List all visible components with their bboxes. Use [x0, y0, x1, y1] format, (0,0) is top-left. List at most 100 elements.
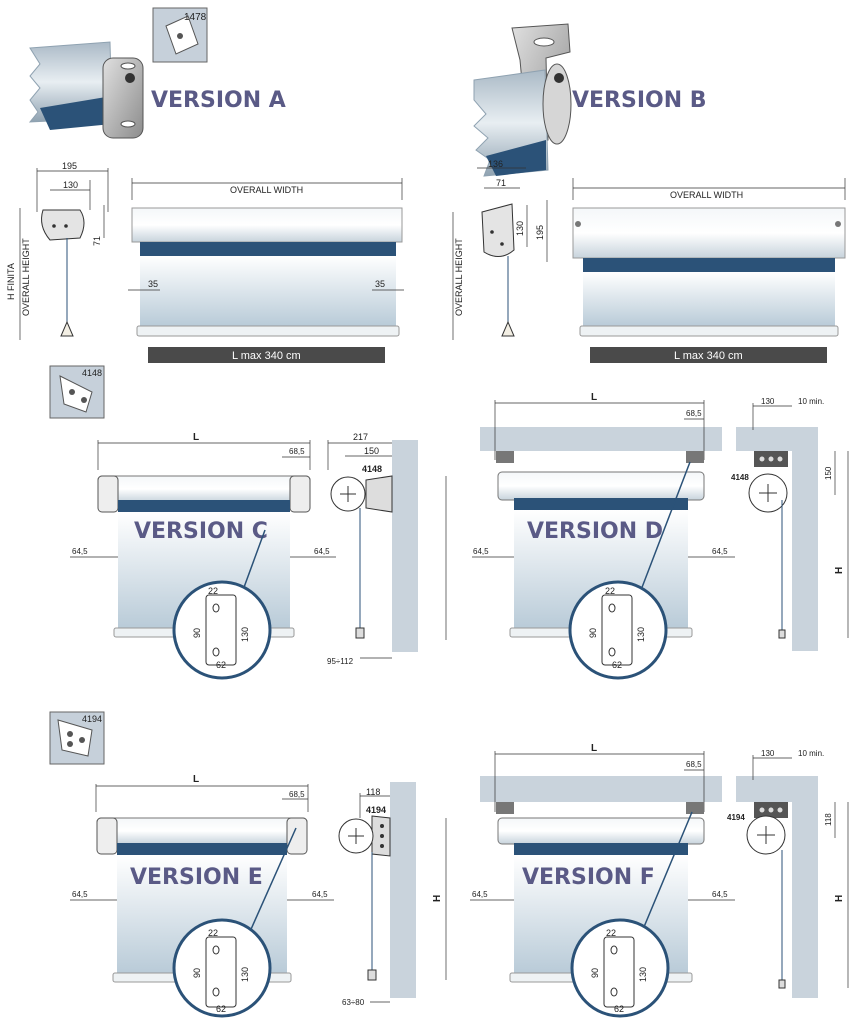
- pull-cord: [60, 320, 74, 337]
- dim-195-b: 195: [535, 225, 545, 240]
- dim-64-right-f: 64,5: [712, 890, 728, 899]
- dim-150-d: 150: [824, 466, 833, 480]
- dim-130-b: 130: [515, 221, 525, 236]
- bracket-code-f: 4194: [727, 813, 745, 822]
- dim-71: 71: [92, 236, 102, 246]
- detail-62-f: 62: [614, 1004, 624, 1014]
- version-c-title: VERSION C: [134, 519, 268, 544]
- detail-62: 62: [216, 660, 226, 670]
- front-view-b: OVERALL WIDTH L max 340 cm: [572, 178, 846, 363]
- detail-22-d: 22: [605, 586, 615, 596]
- detail-22-e: 22: [208, 928, 218, 938]
- lmax-label: L max 340 cm: [232, 350, 301, 362]
- side-view-b: 136 71 130 195 OVERALL HEIGHT: [452, 159, 548, 340]
- dim-64-right-d: 64,5: [712, 547, 728, 556]
- detail-circle-d: 22 90 130 62: [568, 580, 668, 680]
- dim-136: 136: [488, 159, 503, 169]
- dim-68-c: 68,5: [289, 447, 305, 456]
- version-d-title: VERSION D: [527, 519, 663, 544]
- dim-64-right-e: 64,5: [312, 890, 328, 899]
- detail-90: 90: [192, 628, 202, 638]
- part-code: 1478: [184, 12, 207, 23]
- dim-118-f: 118: [824, 813, 833, 826]
- version-c: 4148 L 68,5 VERSION C 64,5 64,5 22 90 13…: [49, 365, 447, 680]
- overall-width-label: OVERALL WIDTH: [230, 185, 303, 195]
- version-f: L 68,5 VERSION F 64,5 64,5 22 90 130 62: [470, 743, 849, 1018]
- version-b: VERSION B 136 71 130 195 OVERALL HEIGHT …: [452, 23, 846, 363]
- side-view-d: 130 10 min. 4148 150 H: [731, 397, 849, 651]
- detail-90-d: 90: [588, 628, 598, 638]
- overall-height-label: OVERALL HEIGHT: [21, 238, 31, 316]
- dim-118-e: 118: [366, 787, 380, 797]
- version-a-title: VERSION A: [151, 88, 286, 113]
- roller: [131, 207, 403, 243]
- version-a: 1478 VERSION A 195 130 71 H FINITA OVERA…: [6, 7, 404, 363]
- dim-64-left-e: 64,5: [72, 890, 88, 899]
- overall-height-label-b: OVERALL HEIGHT: [454, 238, 464, 316]
- detail-circle-e: 22 90 130 62: [172, 918, 272, 1018]
- dim-H-e: H: [432, 895, 443, 902]
- version-d: L 68,5 VERSION D 64,5 64,5 22 90 130 62: [472, 392, 849, 680]
- detail-62-e: 62: [216, 1004, 226, 1014]
- dim-217: 217: [353, 432, 368, 442]
- bottom-bar: [136, 325, 400, 337]
- overall-width-label-b: OVERALL WIDTH: [670, 190, 743, 200]
- dim-68-d: 68,5: [686, 409, 702, 418]
- dim-64-left-d: 64,5: [473, 547, 489, 556]
- dim-L-d: L: [591, 392, 597, 403]
- roller-blue-band: [40, 96, 112, 130]
- dim-68-e: 68,5: [289, 790, 305, 799]
- dim-71-b: 71: [496, 178, 506, 188]
- dim-L-c: L: [193, 432, 199, 443]
- dim-68-f: 68,5: [686, 760, 702, 769]
- bracket-code-c: 4148: [362, 464, 382, 474]
- dim-10min-d: 10 min.: [798, 397, 824, 406]
- lmax-label-b: L max 340 cm: [674, 350, 743, 362]
- detail-130-d: 130: [636, 627, 646, 642]
- detail-circle-c: 22 90 130 62: [172, 580, 272, 680]
- h-finita-label: H FINITA: [6, 263, 16, 300]
- dim-bottom-c: 95÷112: [327, 657, 354, 666]
- version-f-title: VERSION F: [522, 865, 655, 890]
- side-35-left: 35: [148, 279, 158, 289]
- detail-62-d: 62: [612, 660, 622, 670]
- dim-H-f: H: [834, 895, 845, 902]
- version-e: 4194 L 68,5 VERSION E 64,5 64,5 22 90 13…: [49, 711, 447, 1018]
- side-view-f: 130 10 min. 4194 118 H: [727, 749, 849, 998]
- dim-195: 195: [62, 161, 77, 171]
- fabric: [140, 256, 396, 326]
- dim-64-right-c: 64,5: [314, 547, 330, 556]
- bracket-code-d: 4148: [731, 473, 749, 482]
- dim-H-d: H: [834, 567, 845, 574]
- side-view-a: 195 130 71 H FINITA OVERALL HEIGHT: [6, 161, 109, 340]
- dim-64-left-f: 64,5: [472, 890, 488, 899]
- version-b-title: VERSION B: [572, 88, 707, 113]
- dim-L-e: L: [193, 774, 199, 785]
- dim-10min-f: 10 min.: [798, 749, 824, 758]
- part-code-c: 4148: [82, 368, 102, 378]
- bracket-hole: [125, 73, 135, 83]
- bracket-code-e: 4194: [366, 805, 386, 815]
- dim-bottom-e: 63÷80: [342, 998, 365, 1007]
- detail-90-e: 90: [192, 968, 202, 978]
- blue-band: [140, 242, 396, 256]
- part-code-e: 4194: [82, 714, 102, 724]
- dim-150-c: 150: [364, 446, 379, 456]
- front-view-a: OVERALL WIDTH 35 35 L max 340 cm: [128, 178, 404, 363]
- side-bracket: [41, 209, 85, 241]
- dim-64-left-c: 64,5: [72, 547, 88, 556]
- detail-22: 22: [208, 586, 218, 596]
- detail-130-f: 130: [638, 967, 648, 982]
- side-view-c: 217 150 4148 95÷112: [327, 432, 447, 666]
- detail-22-f: 22: [606, 928, 616, 938]
- dim-130-d: 130: [761, 397, 775, 406]
- side-35-right: 35: [375, 279, 385, 289]
- dim-130: 130: [63, 180, 78, 190]
- lmax-bar: [148, 347, 385, 363]
- dim-130-f: 130: [761, 749, 775, 758]
- detail-90-f: 90: [590, 968, 600, 978]
- detail-130-e: 130: [240, 967, 250, 982]
- detail-130: 130: [240, 627, 250, 642]
- side-view-e: 118 4194 H 63÷80: [338, 782, 447, 1007]
